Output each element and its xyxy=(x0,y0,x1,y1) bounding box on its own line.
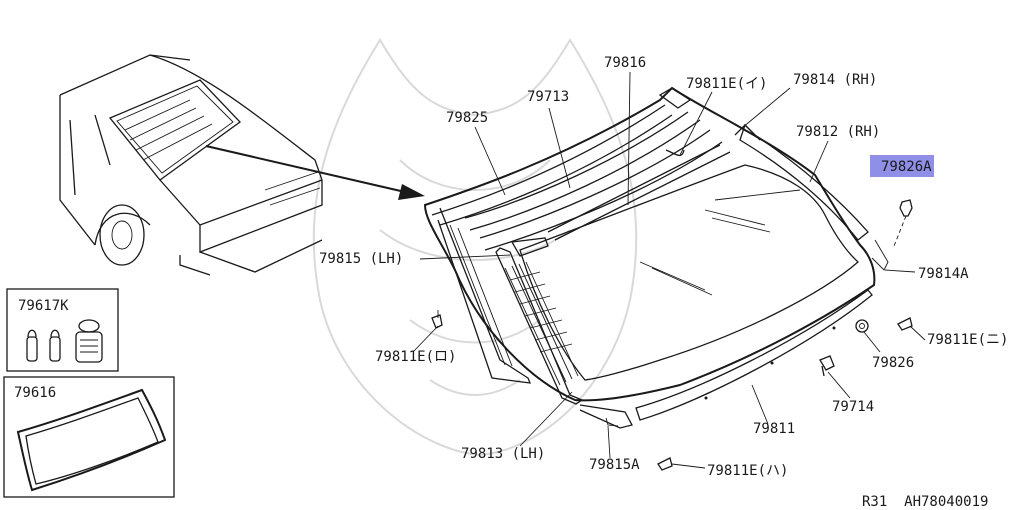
footer-code: R31 AH78040019 xyxy=(862,494,988,510)
pointer-arrow xyxy=(205,145,425,200)
label-79816[interactable]: 79816 xyxy=(604,55,646,71)
inset-79617k xyxy=(6,288,119,372)
label-79825[interactable]: 79825 xyxy=(446,110,488,126)
rear-glass-assembly xyxy=(423,86,913,471)
highlight-79826a xyxy=(870,155,934,177)
label-79714[interactable]: 79714 xyxy=(832,399,874,415)
label-79814a[interactable]: 79814A xyxy=(918,266,969,282)
part-labels: 79816 79811E(イ) 79814 (RH) 79713 79825 7… xyxy=(14,55,1008,510)
inset-79616 xyxy=(3,376,175,498)
label-79616[interactable]: 79616 xyxy=(14,385,56,401)
label-79813-lh[interactable]: 79813 (LH) xyxy=(461,446,545,462)
car-body-illustration xyxy=(59,54,323,276)
label-79815-lh[interactable]: 79815 (LH) xyxy=(319,251,403,267)
label-79814-rh[interactable]: 79814 (RH) xyxy=(793,72,877,88)
watermark-emblem xyxy=(312,38,638,457)
label-79811e-ro[interactable]: 79811E(ロ) xyxy=(375,349,456,365)
label-79815a[interactable]: 79815A xyxy=(589,457,640,473)
leader-lines xyxy=(412,71,926,469)
label-79812-rh[interactable]: 79812 (RH) xyxy=(796,124,880,140)
label-79811e-ni[interactable]: 79811E(ニ) xyxy=(927,332,1008,348)
label-79713[interactable]: 79713 xyxy=(527,89,569,105)
label-79811e-i[interactable]: 79811E(イ) xyxy=(686,76,767,92)
label-79811[interactable]: 79811 xyxy=(753,421,795,437)
label-79826[interactable]: 79826 xyxy=(872,355,914,371)
label-79826a[interactable]: 79826A xyxy=(881,159,932,175)
label-79617k[interactable]: 79617K xyxy=(18,298,69,314)
label-79811e-ha[interactable]: 79811E(ハ) xyxy=(707,463,788,479)
